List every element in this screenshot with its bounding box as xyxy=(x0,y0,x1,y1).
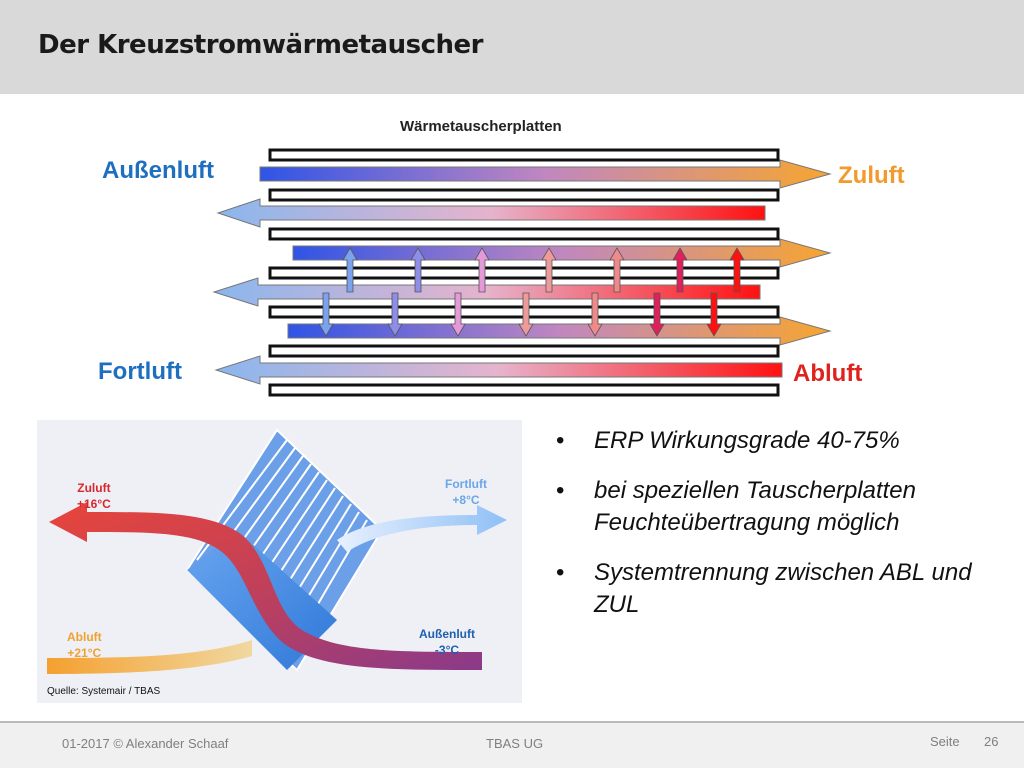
exhaust-air-flow-arrow xyxy=(214,355,783,385)
bullet-dot: • xyxy=(556,427,565,454)
supply-air-label: Zuluft xyxy=(838,162,905,189)
bullet-text: ERP Wirkungsgrade 40-75% xyxy=(594,427,900,454)
photo-label-zuluft: Zuluft +16°C xyxy=(77,480,111,512)
footer-bar xyxy=(0,723,1024,768)
bullet-text: bei speziellen Tauscherplatten Feuchteüb… xyxy=(594,477,916,536)
photo-label-aussenluft: Außenluft -3°C xyxy=(419,626,475,658)
zuluft-flow xyxy=(49,502,482,670)
zuluft-name: Zuluft xyxy=(77,481,111,495)
supply-air-flow-arrow xyxy=(259,159,832,189)
fortluft-name: Fortluft xyxy=(445,477,487,491)
heat-transfer-arrows-up xyxy=(342,247,745,293)
return-flow-arrow xyxy=(216,198,766,228)
heat-exchanger-drawing xyxy=(37,420,522,703)
bullet-item: • Systemtrennung zwischen ABL und ZUL xyxy=(556,557,1006,621)
bullet-dot: • xyxy=(556,477,565,504)
supply-flow-arrow-3 xyxy=(287,316,832,346)
footer-page-word: Seite xyxy=(930,734,960,749)
page-title: Der Kreuzstromwärmetauscher xyxy=(38,30,483,60)
crossflow-diagram xyxy=(212,148,832,397)
photo-label-abluft: Abluft +21°C xyxy=(67,629,102,661)
bullet-text: Systemtrennung zwischen ABL und ZUL xyxy=(594,559,972,618)
footer-copyright: 01-2017 © Alexander Schaaf xyxy=(62,736,229,751)
source-credit: Quelle: Systemair / TBAS xyxy=(47,686,161,697)
abluft-temp: +21°C xyxy=(67,646,102,660)
extract-air-label: Abluft xyxy=(793,360,863,387)
footer-company: TBAS UG xyxy=(486,736,544,751)
zuluft-temp: +16°C xyxy=(77,497,111,511)
fortluft-temp: +8°C xyxy=(452,493,480,507)
fortluft-flow xyxy=(337,505,507,552)
header-bar xyxy=(0,0,1024,94)
footer-divider xyxy=(0,721,1024,723)
plates-label: Wärmetauscherplatten xyxy=(400,118,562,135)
aussenluft-temp: -3°C xyxy=(434,643,460,657)
heat-transfer-arrows-down xyxy=(318,292,722,337)
bullet-dot: • xyxy=(556,559,565,586)
supply-flow-arrow-2 xyxy=(292,238,832,268)
heat-exchanger-illustration: Zuluft +16°C Fortluft +8°C Abluft +21°C … xyxy=(37,420,522,703)
outside-air-label: Außenluft xyxy=(102,157,214,184)
photo-label-fortluft: Fortluft +8°C xyxy=(445,476,487,508)
bullet-item: • bei speziellen Tauscherplatten Feuchte… xyxy=(556,475,1006,539)
heat-exchanger-plates xyxy=(268,148,780,397)
bullet-list: • ERP Wirkungsgrade 40-75% • bei speziel… xyxy=(556,425,1006,639)
abluft-flow xyxy=(47,640,252,674)
footer-page-number: 26 xyxy=(984,734,999,749)
abluft-name: Abluft xyxy=(67,630,102,644)
bullet-item: • ERP Wirkungsgrade 40-75% xyxy=(556,425,1006,457)
exhaust-air-label: Fortluft xyxy=(98,358,182,385)
aussenluft-name: Außenluft xyxy=(419,627,475,641)
